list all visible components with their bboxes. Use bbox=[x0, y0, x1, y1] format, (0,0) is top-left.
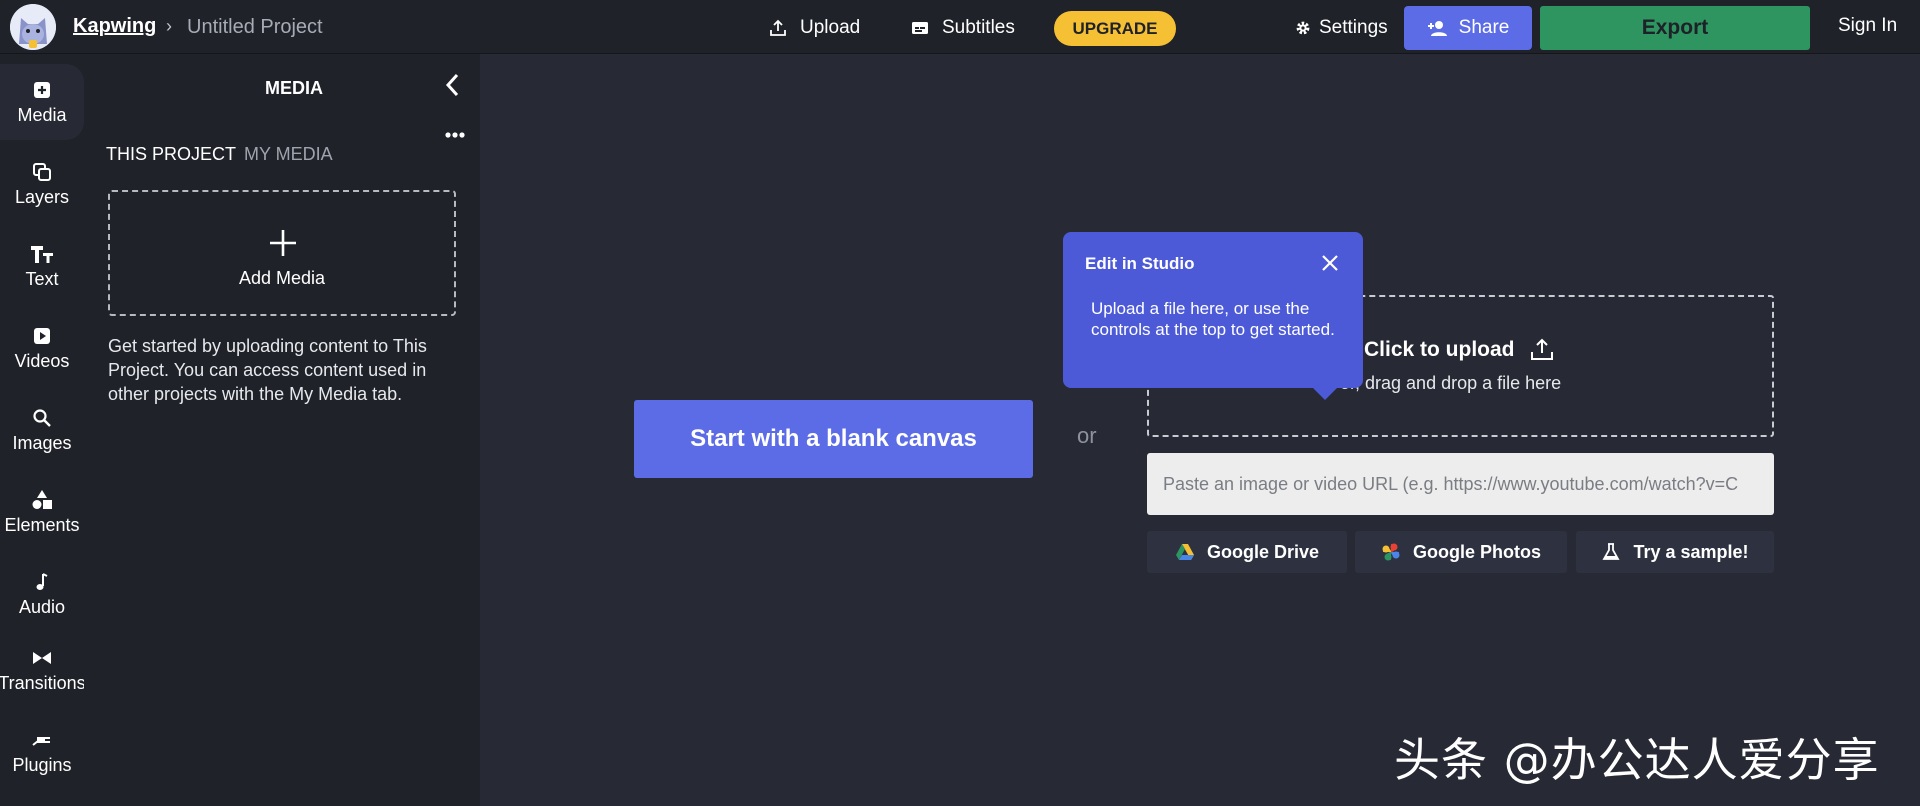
upgrade-button[interactable]: UPGRADE bbox=[1054, 11, 1176, 46]
sidebar-item-plugins[interactable]: Plugins bbox=[0, 714, 84, 790]
gear-icon bbox=[1296, 21, 1310, 35]
transitions-icon bbox=[33, 651, 51, 664]
sidebar-item-label: Images bbox=[12, 432, 72, 453]
upload-button[interactable]: Upload bbox=[768, 12, 860, 44]
media-help-text: Get started by uploading content to This… bbox=[108, 336, 427, 404]
flask-icon bbox=[1602, 543, 1620, 560]
export-button[interactable]: Export bbox=[1540, 6, 1810, 50]
project-name[interactable]: Untitled Project bbox=[187, 16, 323, 38]
text-icon bbox=[31, 245, 53, 263]
blank-canvas-button[interactable]: Start with a blank canvas bbox=[634, 400, 1033, 478]
sidebar-item-images[interactable]: Images bbox=[0, 392, 84, 468]
sidebar-item-transitions[interactable]: Transitions bbox=[0, 632, 86, 708]
share-label: Share bbox=[1458, 17, 1510, 38]
plug-icon bbox=[32, 736, 50, 746]
sidebar-item-label: Elements bbox=[4, 514, 80, 535]
sidebar-item-label: Plugins bbox=[12, 754, 72, 775]
plus-icon bbox=[270, 230, 296, 256]
google-photos-icon bbox=[1382, 543, 1400, 561]
sidebar-item-label: Videos bbox=[14, 350, 70, 371]
settings-label: Settings bbox=[1319, 17, 1388, 38]
layers-icon bbox=[33, 162, 51, 181]
subtitles-button[interactable]: Subtitles bbox=[910, 12, 1015, 44]
sidebar-item-label: Text bbox=[25, 268, 59, 289]
media-icon bbox=[34, 81, 50, 98]
close-icon[interactable] bbox=[1319, 252, 1341, 274]
tab-this-project[interactable]: THIS PROJECT bbox=[106, 144, 237, 164]
subtitles-label: Subtitles bbox=[942, 17, 1015, 38]
panel-title: MEDIA bbox=[265, 78, 323, 98]
google-drive-icon bbox=[1175, 544, 1194, 560]
sidebar-item-label: Layers bbox=[14, 186, 70, 207]
or-separator: or bbox=[1077, 423, 1097, 448]
music-note-icon bbox=[36, 572, 48, 590]
search-icon bbox=[33, 408, 51, 427]
top-bar: Kapwing › Untitled Project Upload Subtit… bbox=[0, 0, 1920, 54]
add-media-button[interactable]: Add Media bbox=[108, 190, 456, 316]
sidebar-item-label: Transitions bbox=[0, 672, 86, 693]
sidebar-item-text[interactable]: Text bbox=[0, 228, 84, 304]
google-drive-label: Google Drive bbox=[1206, 541, 1320, 562]
dropzone-subtitle: or, drag and drop a file here bbox=[1340, 373, 1562, 393]
settings-button[interactable]: Settings bbox=[1295, 12, 1388, 44]
elements-icon bbox=[32, 489, 52, 509]
sidebar-item-elements[interactable]: Elements bbox=[0, 474, 84, 550]
kapwing-logo[interactable] bbox=[10, 4, 56, 50]
sidebar-item-videos[interactable]: Videos bbox=[0, 310, 84, 386]
videos-icon bbox=[34, 327, 50, 344]
sidebar-item-label: Audio bbox=[18, 596, 66, 617]
try-sample-button[interactable]: Try a sample! bbox=[1576, 531, 1774, 573]
google-drive-button[interactable]: Google Drive bbox=[1147, 531, 1347, 573]
upload-label: Upload bbox=[800, 17, 861, 38]
google-photos-button[interactable]: Google Photos bbox=[1355, 531, 1567, 573]
media-panel: MEDIA THIS PROJECT MY MEDIA Add Media Ge… bbox=[84, 54, 480, 806]
tooltip-title: Edit in Studio bbox=[1085, 254, 1195, 273]
google-photos-label: Google Photos bbox=[1413, 541, 1541, 562]
upload-icon bbox=[770, 19, 786, 36]
sign-in-link[interactable]: Sign In bbox=[1838, 15, 1898, 36]
sidebar-item-layers[interactable]: Layers bbox=[0, 146, 84, 222]
add-media-label: Add Media bbox=[238, 268, 326, 288]
sidebar-item-label: Media bbox=[17, 104, 67, 125]
share-button[interactable]: Share bbox=[1404, 6, 1532, 50]
click-to-upload-label: Click to upload bbox=[1364, 338, 1515, 361]
edit-in-studio-tooltip: Edit in Studio Upload a file here, or us… bbox=[1063, 232, 1363, 400]
dropzone-title: Click to upload bbox=[1364, 337, 1555, 363]
watermark: 头条 @办公达人爱分享 bbox=[1394, 733, 1880, 787]
sidebar-item-audio[interactable]: Audio bbox=[0, 556, 84, 632]
chevron-left-icon[interactable] bbox=[440, 70, 464, 100]
left-rail: Media Layers Text Videos Images bbox=[0, 54, 86, 806]
url-input[interactable] bbox=[1147, 453, 1774, 515]
cat-logo-icon bbox=[10, 4, 56, 50]
sidebar-item-media[interactable]: Media bbox=[0, 64, 84, 140]
brand-link[interactable]: Kapwing bbox=[73, 15, 157, 37]
breadcrumb-separator: › bbox=[166, 16, 172, 36]
try-sample-label: Try a sample! bbox=[1633, 541, 1749, 562]
tab-my-media[interactable]: MY MEDIA bbox=[244, 144, 333, 164]
upload-icon bbox=[1530, 338, 1553, 360]
add-user-icon bbox=[1427, 21, 1447, 36]
tooltip-body: Upload a file here, or use the controls … bbox=[1091, 299, 1335, 339]
more-options-icon[interactable] bbox=[444, 128, 466, 142]
subtitles-icon bbox=[912, 22, 928, 34]
